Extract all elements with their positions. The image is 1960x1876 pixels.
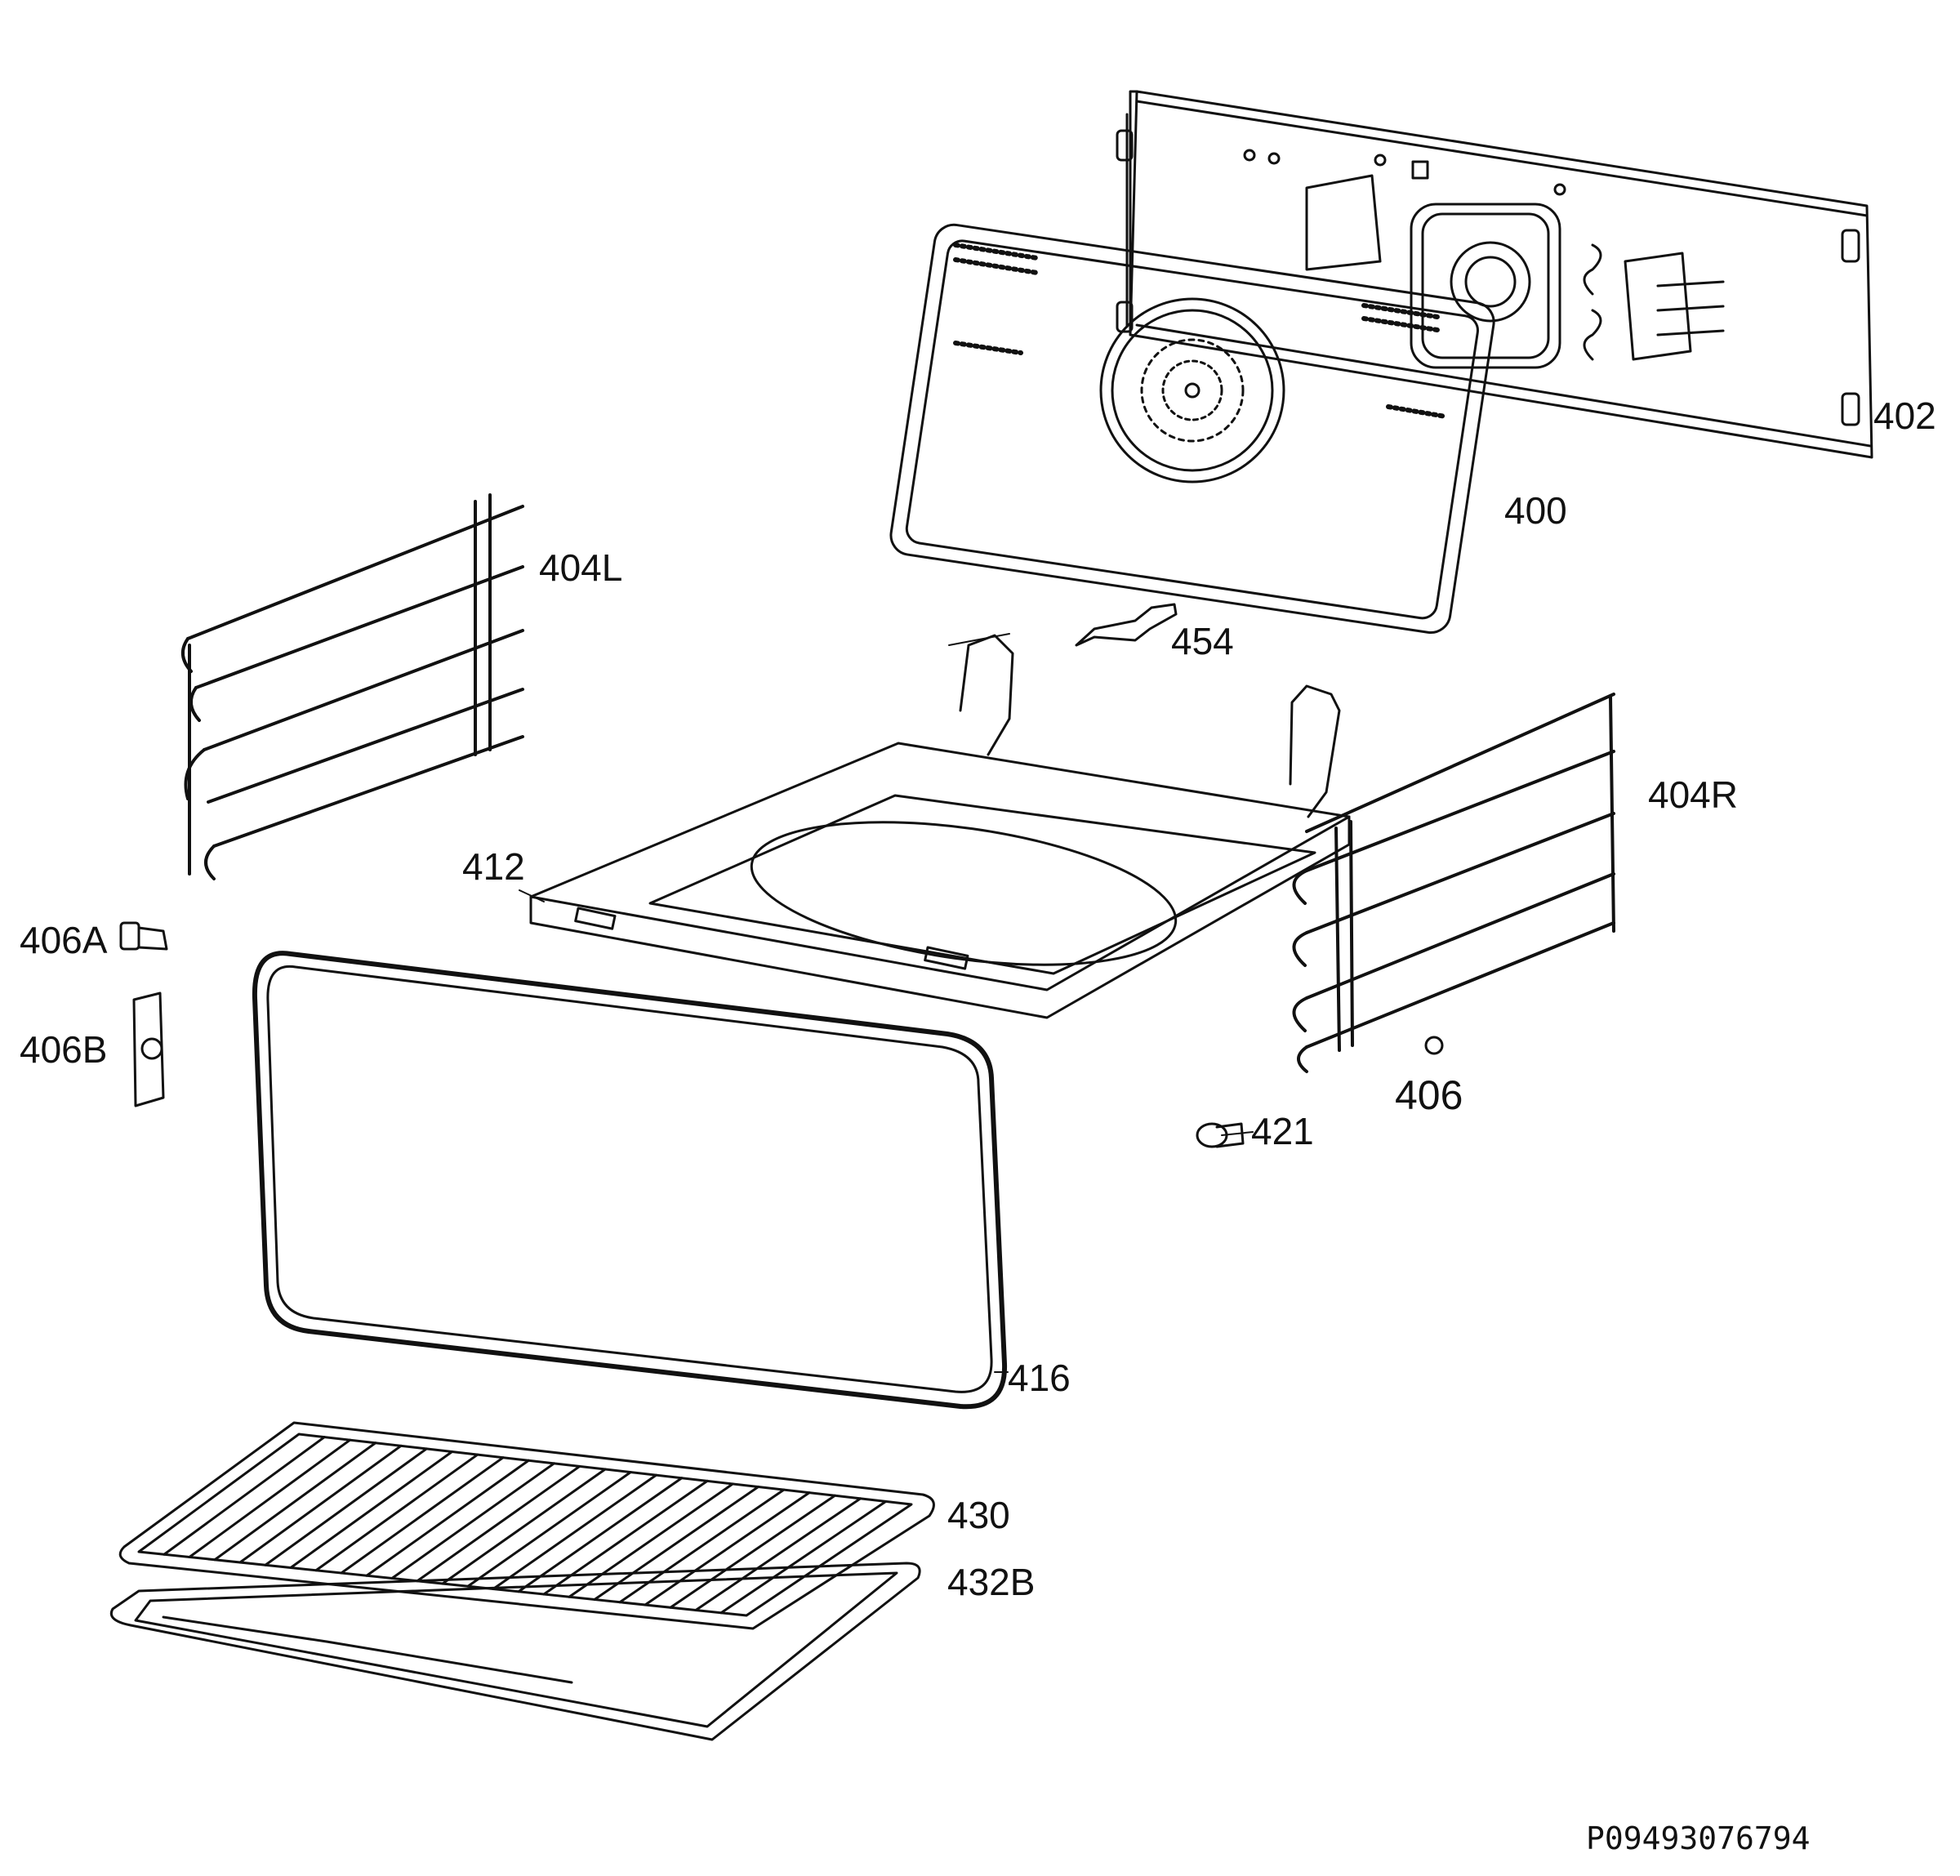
rack-bar (517, 1477, 684, 1593)
label-406B: 406B (20, 1028, 108, 1071)
rack-bar (568, 1482, 734, 1598)
rack-bar (719, 1499, 888, 1615)
part-430-rack-bars (163, 1436, 888, 1615)
label-421: 421 (1251, 1110, 1314, 1152)
rack-bar (264, 1447, 428, 1566)
rack-bar (238, 1444, 403, 1564)
label-400: 400 (1504, 489, 1567, 532)
document-id: P09493076794 (1586, 1820, 1811, 1856)
part-406B-bracket (132, 991, 165, 1107)
part-406-nut (1424, 1036, 1444, 1055)
leader-lines (519, 633, 1254, 1373)
part-432B-tray (109, 1562, 921, 1741)
part-416-seal (252, 951, 1008, 1410)
rack-bar (188, 1438, 351, 1558)
part-406A-screw (119, 921, 168, 951)
rack-bar (314, 1453, 479, 1572)
rack-bar (213, 1442, 377, 1562)
label-416: 416 (1008, 1357, 1071, 1399)
label-406A: 406A (20, 919, 108, 961)
rack-bar (593, 1486, 760, 1601)
rack-bar (669, 1494, 836, 1609)
part-404L-left-shelf-runner (181, 493, 524, 880)
rack-bar (365, 1459, 530, 1577)
label-432B: 432B (947, 1561, 1036, 1603)
rack-bar (644, 1491, 811, 1606)
rack-bar (492, 1473, 657, 1590)
part-454-clip (1075, 603, 1178, 647)
label-430: 430 (947, 1494, 1010, 1536)
rack-bar (289, 1450, 453, 1569)
label-404L: 404L (539, 546, 623, 589)
label-404R: 404R (1648, 773, 1738, 816)
rack-bar (466, 1471, 632, 1588)
label-406: 406 (1395, 1072, 1463, 1118)
rack-bar (441, 1468, 607, 1585)
label-402: 402 (1873, 394, 1936, 437)
label-412: 412 (462, 845, 525, 888)
part-402-back-panel (1116, 90, 1873, 459)
rack-bar (390, 1462, 555, 1580)
rack-bar (340, 1456, 505, 1575)
label-454: 454 (1171, 620, 1234, 662)
rack-bar (694, 1497, 862, 1611)
rack-bar (416, 1464, 581, 1583)
part-412-frame (529, 634, 1351, 1019)
part-404R-right-shelf-runner (1292, 693, 1615, 1073)
part-400-fan-cover (889, 223, 1495, 635)
rack-bar (163, 1436, 326, 1556)
part-421-lamp (1196, 1122, 1245, 1148)
